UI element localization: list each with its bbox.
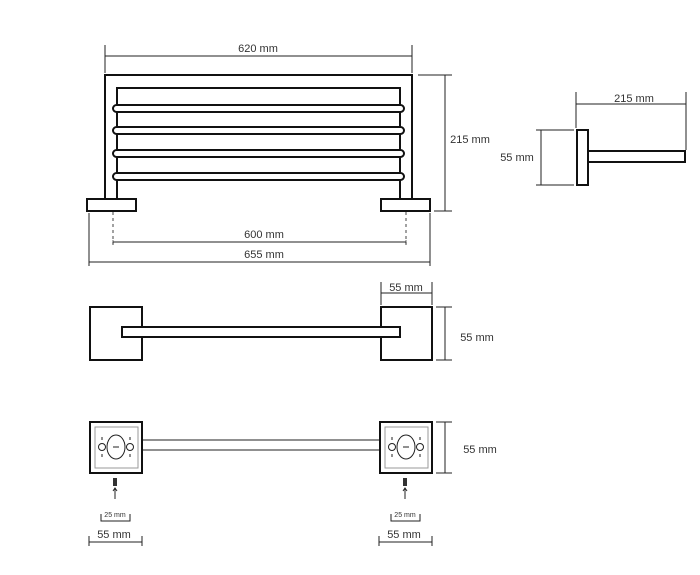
dim-620: 620 mm (238, 43, 278, 55)
dim-600: 600 mm (244, 229, 284, 241)
right-mount-plate (379, 421, 433, 474)
dim-top-55-width: 55 mm (389, 282, 423, 294)
mount-view: 55 mm 25 mm 25 mm 55 mm 55 mm (88, 421, 497, 546)
top-bar (121, 326, 401, 338)
side-plate (576, 129, 589, 186)
side-view: 215 mm 55 mm (500, 92, 687, 186)
dim-side-55: 55 mm (500, 152, 534, 164)
left-base (86, 198, 137, 212)
dim-left-55: 55 mm (97, 529, 131, 541)
dim-side-215: 215 mm (614, 93, 654, 105)
dim-215-height: 215 mm (450, 134, 490, 146)
dim-left-25: 25 mm (104, 512, 126, 519)
screw-icon (112, 478, 408, 499)
front-view: 620 mm 215 mm 600 mm 655 mm (86, 43, 490, 266)
right-base (380, 198, 431, 212)
dim-655: 655 mm (244, 249, 284, 261)
dim-top-55-depth: 55 mm (460, 332, 494, 344)
dim-right-55: 55 mm (387, 529, 421, 541)
side-arm (587, 150, 686, 163)
left-mount-plate (89, 421, 143, 474)
top-view: 55 mm 55 mm (89, 282, 494, 361)
towel-bars (112, 104, 405, 181)
mount-bar (142, 439, 380, 451)
dim-mount-55: 55 mm (463, 444, 497, 456)
dim-right-25: 25 mm (394, 512, 416, 519)
